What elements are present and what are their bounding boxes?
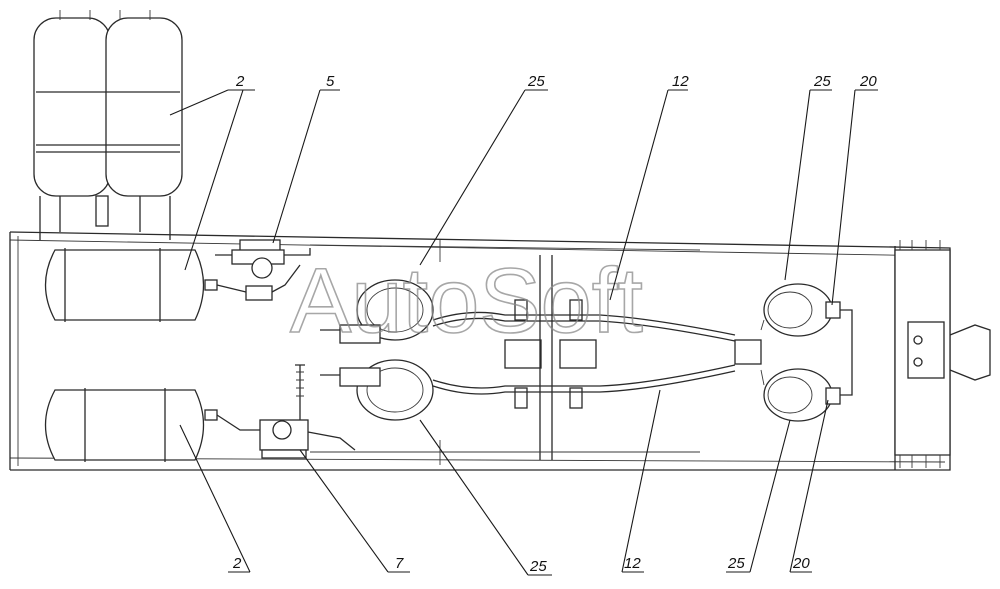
callout-top-25-a: 25 <box>527 73 545 90</box>
callout-bottom-7: 7 <box>395 555 404 572</box>
upper-air-tanks <box>33 10 183 240</box>
rear-brake-chambers <box>734 283 853 422</box>
receiver-upper <box>44 248 218 322</box>
callout-bottom-2: 2 <box>232 555 242 572</box>
watermark-text: AutoSoft <box>290 250 643 352</box>
callout-top-12: 12 <box>672 73 689 90</box>
callout-top-20: 20 <box>859 73 877 90</box>
callout-top-5: 5 <box>326 73 335 90</box>
leader-lines <box>169 89 878 576</box>
receiver-lower <box>44 388 218 462</box>
callout-top-25-b: 25 <box>813 73 831 90</box>
callout-top-2: 2 <box>235 73 245 90</box>
brake-lines <box>309 240 765 465</box>
callout-bottom-25-a: 25 <box>529 558 547 575</box>
front-brake-chambers <box>320 279 434 421</box>
callout-labels: 2 5 25 12 25 20 2 7 25 12 25 20 <box>232 73 877 575</box>
callout-bottom-25-b: 25 <box>727 555 745 572</box>
rear-crossmember <box>894 240 991 468</box>
valve-5 <box>215 239 311 301</box>
callout-bottom-20: 20 <box>792 555 810 572</box>
callout-bottom-12: 12 <box>624 555 641 572</box>
valve-7 <box>216 364 356 459</box>
